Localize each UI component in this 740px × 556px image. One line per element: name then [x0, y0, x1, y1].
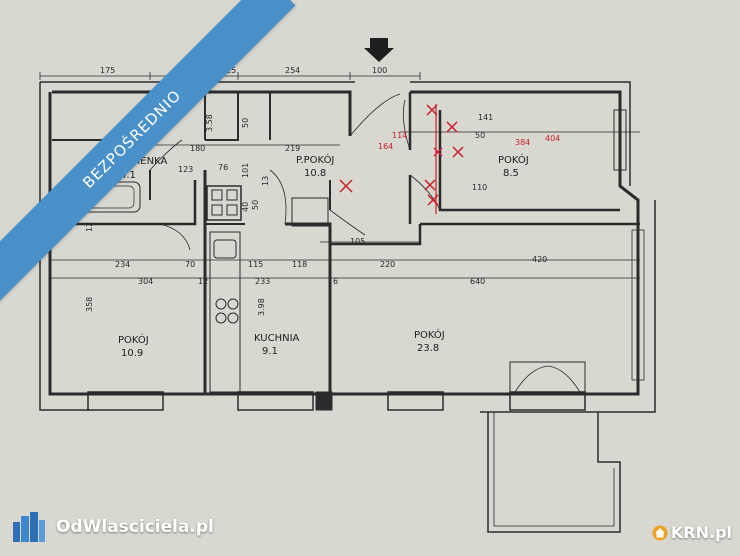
dim-row3-3: 110: [472, 183, 487, 192]
dim-vert-4: 3.58: [205, 114, 214, 132]
dim-row6-5: 640: [470, 277, 485, 286]
room-w-area: 10.9: [121, 348, 143, 359]
room-kitchen-area: 9.1: [262, 346, 278, 357]
dim-top-5: 254: [285, 66, 300, 75]
dim-vert-8: 40: [241, 202, 250, 212]
room-bathroom-area: 4.1: [120, 170, 136, 181]
dim-top-6: 100: [372, 66, 387, 75]
dim-row5-4: 118: [292, 260, 307, 269]
room-bathroom-name: ŁAZIENKA: [117, 156, 167, 167]
red-label-1: 114: [392, 131, 407, 140]
dim-vert-1: 12: [85, 222, 94, 232]
dim-row6-1: 304: [138, 277, 153, 286]
dim-row2-4: 50: [475, 131, 485, 140]
dim-top-1: 175: [100, 66, 115, 75]
room-ne-area: 8.5: [503, 168, 519, 179]
room-main-name: POKÓJ: [414, 328, 445, 341]
dim-row5-1: 234: [115, 260, 130, 269]
red-label-4: 404: [545, 134, 560, 143]
dim-vert-6: 101: [241, 163, 250, 178]
entrance-arrow-icon: [364, 38, 394, 62]
home-icon: [652, 525, 668, 540]
building-logo-icon: [13, 512, 45, 542]
red-label-2: 164: [378, 142, 393, 151]
dim-row5-5: 220: [380, 260, 395, 269]
dim-row2-5: 141: [478, 113, 493, 122]
dim-row6-4: 6: [333, 277, 338, 286]
dim-row6-3: 233: [255, 277, 270, 286]
dim-row2-2: 180: [190, 144, 205, 153]
room-main-area: 23.8: [417, 343, 439, 354]
dim-vert-3: 3.98: [257, 298, 266, 316]
dim-top-4: 25: [226, 66, 236, 75]
brand-name: OdWlasciciela.pl: [56, 517, 214, 537]
room-w-name: POKÓJ: [118, 333, 149, 346]
room-ne-name: POKÓJ: [498, 153, 529, 166]
dim-vert-9: 13: [261, 176, 270, 186]
room-hall-name: P.POKÓJ: [296, 153, 334, 166]
watermark-text: KRN.pl: [670, 523, 732, 542]
dim-row5-3: 115: [248, 260, 263, 269]
dim-row5-2: 70: [185, 260, 195, 269]
dim-row4-1: 105: [350, 237, 365, 246]
dim-vert-5: 50: [241, 118, 250, 128]
red-marks: [339, 104, 464, 214]
dim-row3-1: 123: [178, 165, 193, 174]
red-label-3: 384: [515, 138, 530, 147]
brand-logo[interactable]: OdWlasciciela.pl: [12, 512, 214, 542]
dim-row3-2: 76: [218, 163, 228, 172]
dim-row6-2: 12: [198, 277, 208, 286]
dim-vert-7: 50: [251, 200, 260, 210]
krn-watermark: KRN.pl: [652, 523, 732, 542]
room-kitchen-name: KUCHNIA: [254, 333, 300, 344]
dim-row5-6: 420: [532, 255, 547, 264]
room-hall-area: 10.8: [304, 168, 326, 179]
dim-row2-3: 219: [285, 144, 300, 153]
dim-vert-2: 358: [85, 297, 94, 312]
